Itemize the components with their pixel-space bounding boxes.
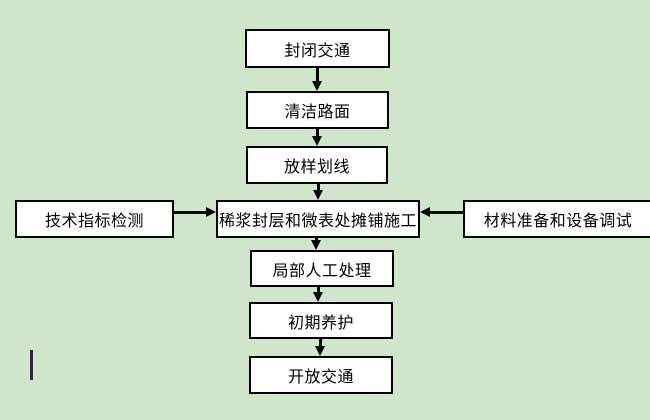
flow-node-initial-curing: 初期养护 (249, 302, 393, 339)
flow-arrow-shaft (318, 339, 322, 347)
flow-node-clean-road-surface: 清洁路面 (246, 91, 389, 129)
flow-node-tech-indicator-testing: 技术指标检测 (15, 200, 174, 238)
flow-arrowhead-icon (312, 190, 323, 200)
flow-arrow-shaft (316, 184, 320, 191)
flow-node-material-equipment-prep: 材料准备和设备调试 (463, 200, 650, 238)
flow-node-local-manual-treatment: 局部人工处理 (250, 250, 394, 287)
flow-arrow-shaft (316, 287, 320, 293)
flow-node-layout-marking: 放样划线 (246, 146, 388, 184)
flow-node-label: 材料准备和设备调试 (483, 213, 633, 230)
flow-node-label: 技术指标检测 (44, 213, 144, 230)
flow-arrowhead-icon (310, 240, 321, 250)
flow-node-label: 放样划线 (283, 159, 350, 176)
flow-arrow-shaft (314, 238, 318, 241)
flow-node-label: 开放交通 (287, 369, 354, 386)
flow-arrow-shaft (315, 68, 319, 82)
flow-arrow-shaft (429, 210, 463, 214)
flow-node-label: 封闭交通 (284, 42, 351, 60)
flow-node-slurry-seal-paving: 稀浆封层和微表处摊铺施工 (216, 200, 420, 238)
flow-node-label: 清洁路面 (284, 104, 351, 121)
flow-node-label: 局部人工处理 (272, 262, 372, 280)
flow-arrowhead-icon (311, 81, 322, 91)
flow-node-label: 稀浆封层和微表处摊铺施工 (218, 213, 417, 230)
flow-node-label: 初期养护 (287, 314, 354, 332)
flow-arrowhead-icon (311, 136, 322, 146)
flow-arrowhead-icon (312, 292, 323, 302)
flow-arrowhead-icon (206, 206, 216, 217)
flow-node-open-traffic: 开放交通 (249, 356, 393, 394)
flow-arrowhead-icon (314, 346, 325, 356)
text-cursor (30, 350, 33, 380)
flow-arrowhead-icon (420, 206, 430, 217)
flow-node-close-traffic: 封闭交通 (245, 29, 390, 68)
flow-arrow-shaft (174, 210, 207, 214)
flow-arrow-shaft (315, 129, 319, 137)
